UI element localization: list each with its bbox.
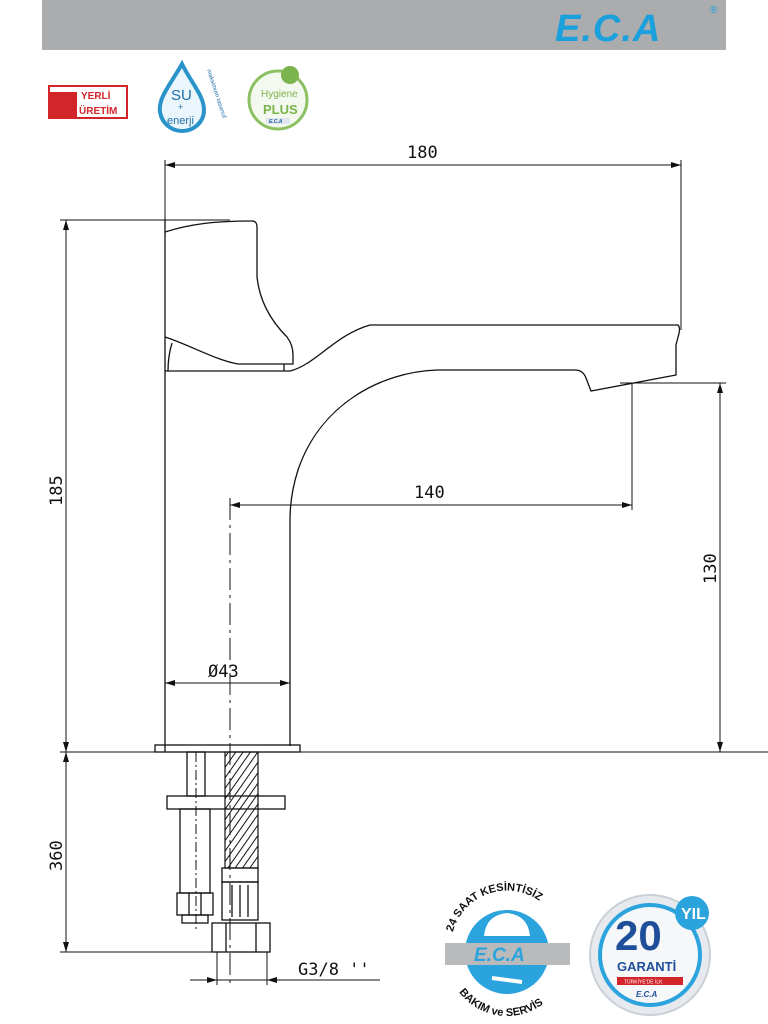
helmet-icon [484, 913, 530, 936]
handshake-icon [49, 92, 77, 118]
yil-text: YIL [681, 906, 706, 923]
turkiye-strip-text: TÜRKİYE'DE İLK [624, 979, 663, 986]
su-enerji-badge: SU + enerji maksimum tasarruf [157, 59, 227, 134]
warranty-badge: YIL 20 GARANTİ TÜRKİYE'DE İLK E.C.A [589, 894, 711, 1016]
dimension-140: 140 [230, 383, 633, 510]
wrench-icon [491, 976, 523, 984]
yerli-text: YERLİ [81, 89, 111, 102]
eca-logo: E.C.A [555, 8, 661, 50]
dimension-130: 130 [620, 382, 726, 752]
hygiene-plus-badge: Hygiene PLUS E.C.A [247, 66, 309, 131]
dimension-180: 180 [164, 143, 682, 330]
service-eca-text: E.C.A [474, 945, 525, 966]
yerli-uretim-badge: YERLİ ÜRETİM [48, 85, 128, 119]
faucet-outline [154, 220, 681, 753]
dim-43-label: Ø43 [208, 662, 239, 682]
hygiene-eca-text: E.C.A [269, 119, 283, 125]
garanti-text: GARANTİ [617, 959, 676, 974]
dimension-185: 185 [47, 219, 230, 752]
dim-g38-label: G3/8 '' [298, 960, 370, 980]
dim-130-label: 130 [701, 553, 721, 584]
warranty-eca-text: E.C.A [636, 990, 658, 999]
dimension-g3-8: G3/8 '' [190, 952, 380, 985]
su-text: SU [171, 87, 192, 104]
dimension-360: 360 [47, 752, 215, 953]
uretim-text: ÜRETİM [79, 104, 117, 117]
service-badge: E.C.A 24 SAAT KESİNTİSİZ BAKIM ve SERVİS [444, 881, 570, 1019]
hygiene-text: Hygiene [261, 89, 298, 100]
plus-text: + [178, 102, 183, 112]
dim-180-label: 180 [407, 143, 438, 163]
dim-140-label: 140 [414, 483, 445, 503]
dim-360-label: 360 [47, 840, 67, 871]
registered-mark: ® [710, 5, 718, 16]
dim-185-label: 185 [47, 475, 67, 506]
enerji-text: enerji [167, 115, 194, 127]
clover-icon [281, 66, 299, 84]
plus-text: PLUS [263, 102, 298, 117]
water-drop-icon [157, 59, 207, 134]
warranty-number: 20 [615, 912, 662, 959]
flexible-hose [211, 751, 271, 953]
dimension-diameter-43: Ø43 [165, 662, 290, 686]
tasarruf-text: maksimum tasarruf [205, 69, 227, 120]
header-bar [42, 0, 726, 50]
